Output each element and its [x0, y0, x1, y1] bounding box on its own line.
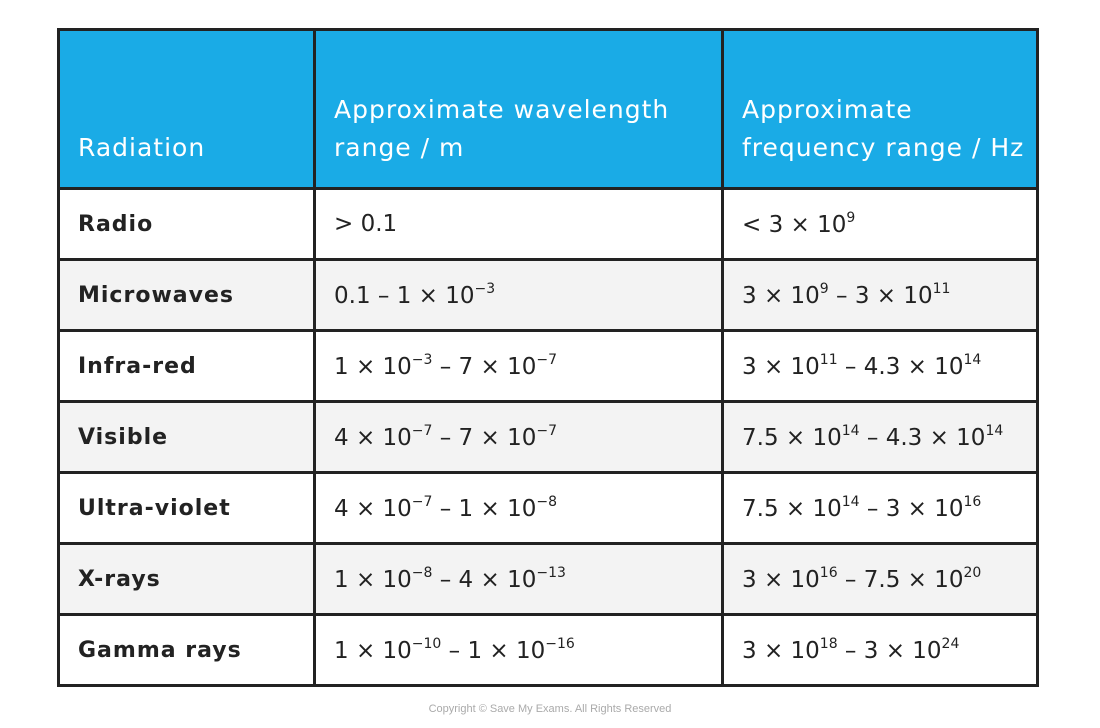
- wavelength-range: 0.1 – 1 × 10−3: [313, 258, 724, 332]
- value-text: – 7.5 × 10: [837, 567, 964, 593]
- value-text: – 1 × 10: [432, 496, 537, 522]
- value-text: < 3 × 10: [742, 212, 847, 238]
- frequency-range: 3 × 109 – 3 × 1011: [721, 258, 1039, 332]
- frequency-range: 3 × 1016 – 7.5 × 1020: [721, 542, 1039, 616]
- exponent: −13: [536, 565, 566, 581]
- exponent: −16: [545, 636, 575, 652]
- exponent: 11: [932, 281, 951, 297]
- wavelength-range: 4 × 10−7 – 1 × 10−8: [313, 471, 724, 545]
- radiation-name: Ultra-violet: [57, 471, 316, 545]
- exponent: 20: [963, 565, 982, 581]
- radiation-name: Visible: [57, 400, 316, 474]
- value-text: – 4 × 10: [432, 567, 537, 593]
- exponent: −7: [536, 352, 557, 368]
- value-text: 1 × 10: [334, 638, 412, 664]
- exponent: 16: [819, 565, 838, 581]
- value-text: 0.1 – 1 × 10: [334, 283, 475, 309]
- value-text: 1 × 10: [334, 567, 412, 593]
- exponent: 14: [841, 494, 860, 510]
- header-row: Radiation Approximate wavelength range /…: [57, 28, 1039, 190]
- value-text: > 0.1: [334, 211, 398, 237]
- value-text: – 3 × 10: [837, 638, 942, 664]
- exponent: 14: [963, 352, 982, 368]
- exponent: −3: [474, 281, 496, 297]
- wavelength-range: 1 × 10−8 – 4 × 10−13: [313, 542, 724, 616]
- exponent: −8: [536, 494, 557, 510]
- value-text: – 3 × 10: [828, 283, 933, 309]
- exponent: 9: [846, 210, 856, 226]
- radiation-name: Microwaves: [57, 258, 316, 332]
- exponent: −7: [411, 494, 433, 510]
- value-text: 4 × 10: [334, 496, 412, 522]
- radiation-name: Infra-red: [57, 329, 316, 403]
- exponent: −3: [411, 352, 433, 368]
- value-text: 1 × 10: [334, 354, 412, 380]
- exponent: 18: [819, 636, 838, 652]
- value-text: – 7 × 10: [432, 354, 537, 380]
- exponent: −8: [411, 565, 433, 581]
- value-text: 7.5 × 10: [742, 496, 842, 522]
- header-wavelength: Approximate wavelength range / m: [313, 28, 724, 190]
- value-text: 3 × 10: [742, 567, 820, 593]
- frequency-range: 7.5 × 1014 – 3 × 1016: [721, 471, 1039, 545]
- value-text: 3 × 10: [742, 354, 820, 380]
- em-spectrum-table: Radiation Approximate wavelength range /…: [57, 28, 1039, 687]
- wavelength-range: > 0.1: [313, 187, 724, 261]
- exponent: 14: [841, 423, 860, 439]
- value-text: – 7 × 10: [432, 425, 537, 451]
- exponent: −10: [411, 636, 442, 652]
- header-frequency: Approximate frequency range / Hz: [721, 28, 1039, 190]
- value-text: 4 × 10: [334, 425, 412, 451]
- radiation-name: Radio: [57, 187, 316, 261]
- value-text: – 1 × 10: [441, 638, 546, 664]
- exponent: −7: [536, 423, 557, 439]
- radiation-name: X-rays: [57, 542, 316, 616]
- value-text: 3 × 10: [742, 283, 820, 309]
- exponent: 16: [963, 494, 982, 510]
- wavelength-range: 1 × 10−10 – 1 × 10−16: [313, 613, 724, 687]
- value-text: 7.5 × 10: [742, 425, 842, 451]
- radiation-name: Gamma rays: [57, 613, 316, 687]
- frequency-range: < 3 × 109: [721, 187, 1039, 261]
- exponent: 14: [985, 423, 1004, 439]
- exponent: −7: [411, 423, 433, 439]
- value-text: – 4.3 × 10: [837, 354, 964, 380]
- exponent: 24: [941, 636, 960, 652]
- header-radiation: Radiation: [57, 28, 316, 190]
- value-text: – 4.3 × 10: [859, 425, 986, 451]
- exponent: 9: [819, 281, 829, 297]
- table-row: Radio > 0.1 < 3 × 109: [57, 187, 1039, 261]
- copyright-notice: Copyright © Save My Exams. All Rights Re…: [428, 703, 672, 715]
- wavelength-range: 4 × 10−7 – 7 × 10−7: [313, 400, 724, 474]
- frequency-range: 3 × 1011 – 4.3 × 1014: [721, 329, 1039, 403]
- exponent: 11: [819, 352, 838, 368]
- frequency-range: 3 × 1018 – 3 × 1024: [721, 613, 1039, 687]
- value-text: – 3 × 10: [859, 496, 964, 522]
- wavelength-range: 1 × 10−3 – 7 × 10−7: [313, 329, 724, 403]
- frequency-range: 7.5 × 1014 – 4.3 × 1014: [721, 400, 1039, 474]
- value-text: 3 × 10: [742, 638, 820, 664]
